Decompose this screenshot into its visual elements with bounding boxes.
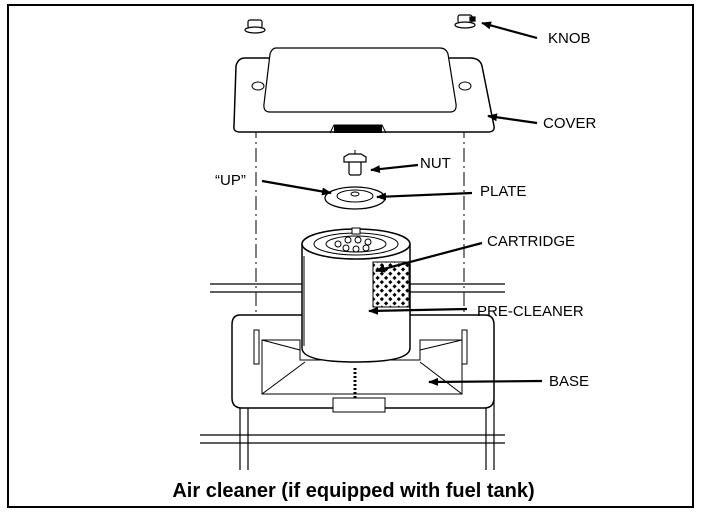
plate — [324, 186, 386, 210]
leader-arrows — [261, 21, 543, 386]
cartridge — [301, 227, 411, 260]
label-base: BASE — [549, 373, 589, 390]
label-knob: KNOB — [548, 30, 591, 47]
label-cartridge: CARTRIDGE — [487, 233, 575, 250]
label-cover: COVER — [543, 115, 597, 132]
pre-cleaner — [301, 244, 411, 363]
label-plate: PLATE — [480, 183, 526, 200]
knob-right — [454, 14, 476, 29]
cover — [233, 47, 495, 134]
knob-left — [244, 19, 266, 34]
figure-caption: Air cleaner (if equipped with fuel tank) — [172, 480, 535, 502]
label-pre-cleaner: PRE-CLEANER — [477, 303, 584, 320]
callout-labels: KNOB COVER NUT “UP” PLATE CARTRIDGE PRE-… — [215, 30, 597, 390]
frame-rails — [200, 283, 505, 470]
nut — [343, 153, 367, 176]
label-nut: NUT — [420, 155, 451, 172]
label-up: “UP” — [215, 172, 246, 189]
